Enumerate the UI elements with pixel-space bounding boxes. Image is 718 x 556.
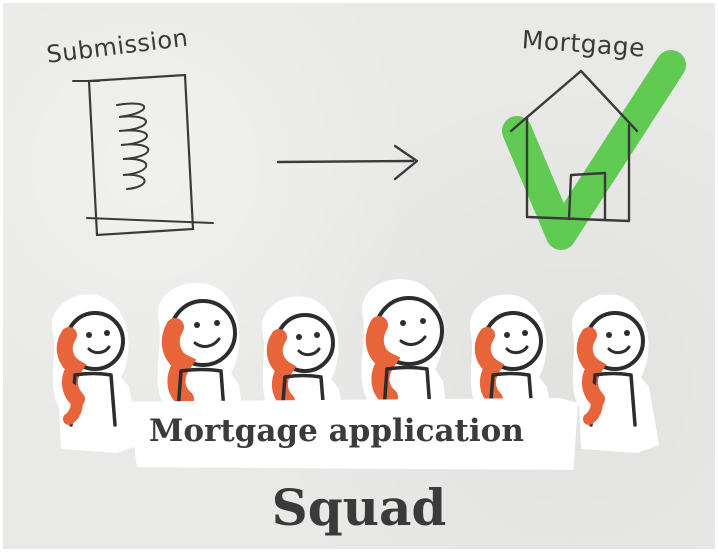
sketch-artwork <box>51 50 686 455</box>
illustration: Submission Mortgage Mortgage application… <box>3 3 715 549</box>
document-icon <box>72 73 214 237</box>
team-member-figure <box>51 294 140 453</box>
team-member-figure <box>571 294 659 453</box>
squad-title: Squad <box>271 478 447 537</box>
house-icon <box>509 69 639 223</box>
check-mark-icon <box>502 50 686 250</box>
team-figures <box>51 279 659 455</box>
arrow-right-icon <box>276 144 419 181</box>
banner-background <box>128 398 578 470</box>
mortgage-application-banner: Mortgage application <box>149 413 524 449</box>
